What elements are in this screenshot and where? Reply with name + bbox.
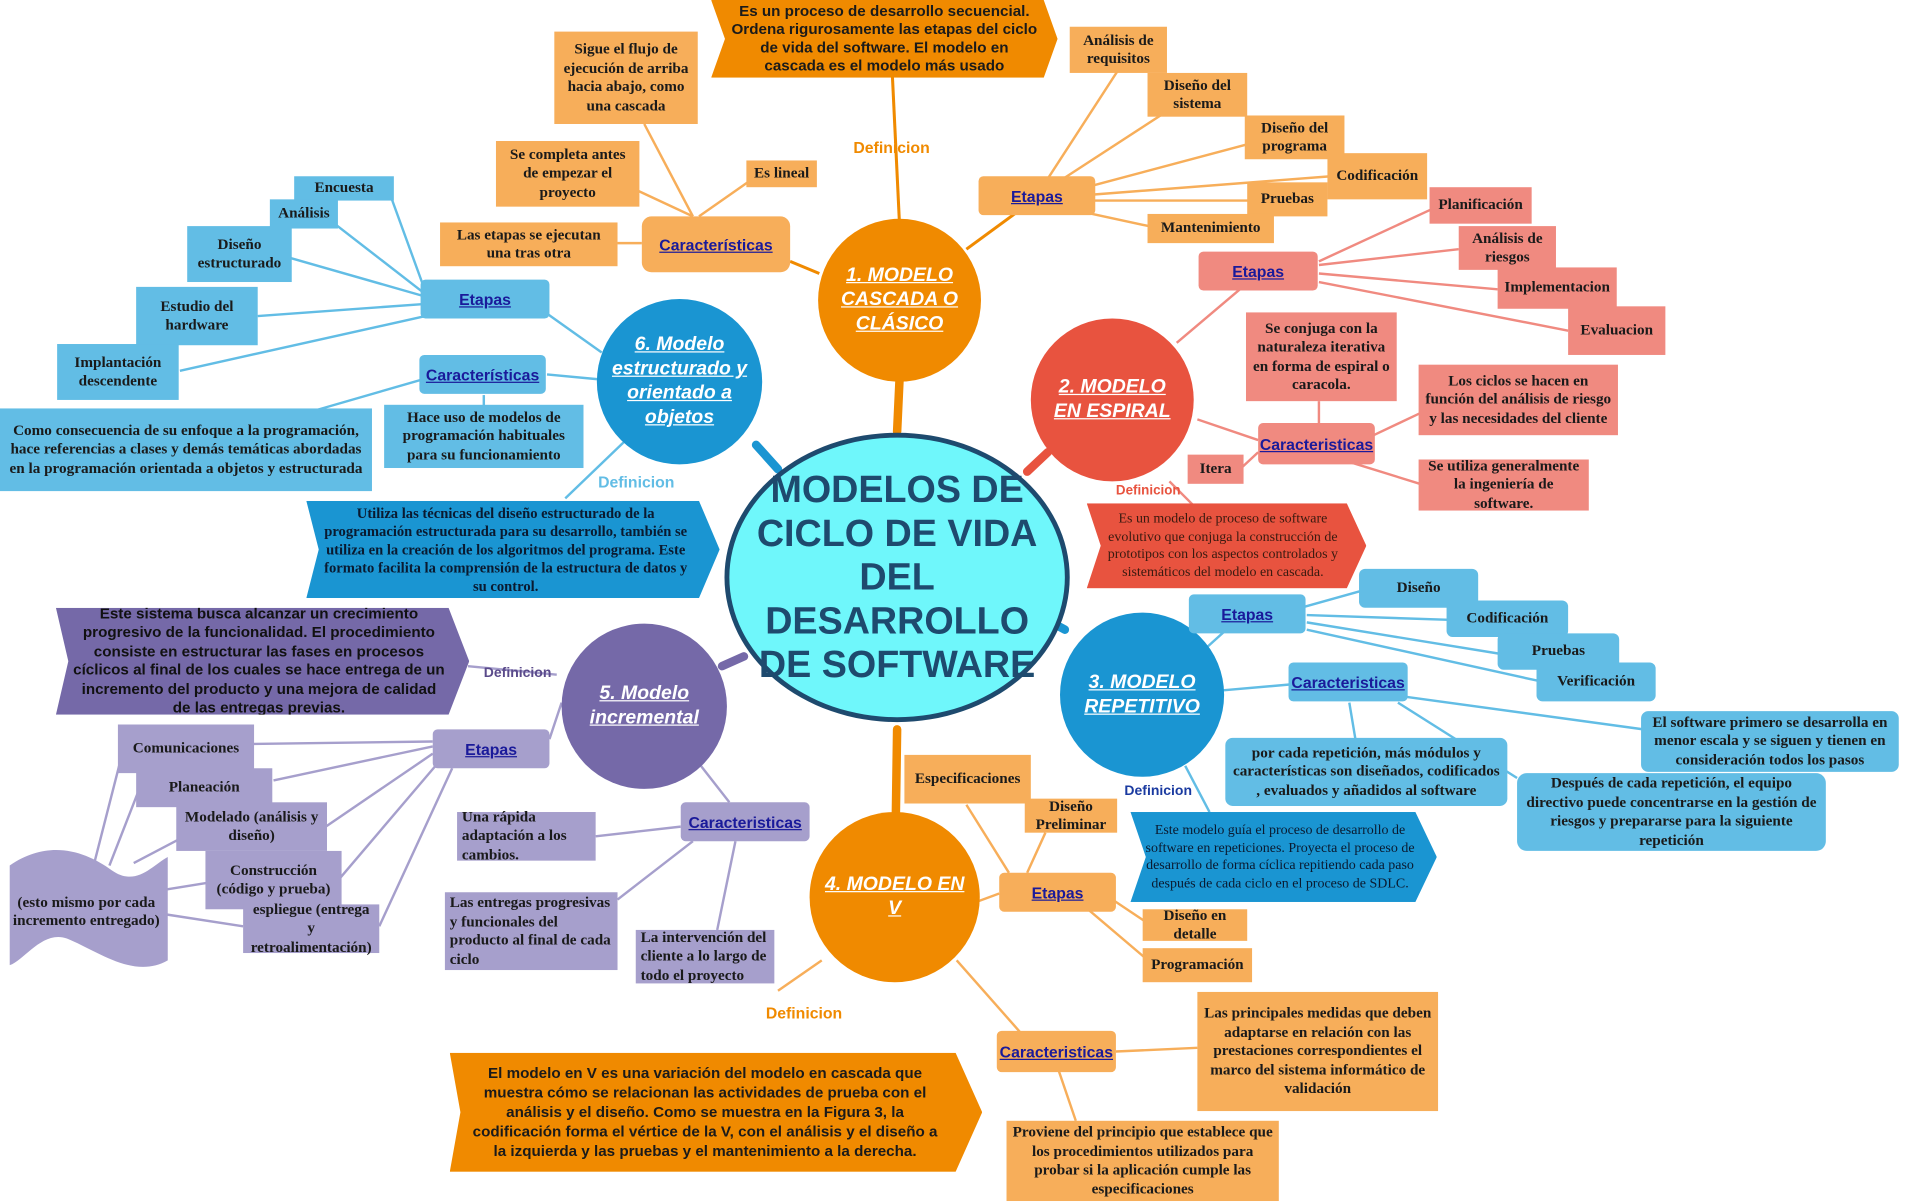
m4-etapa-2: Diseño en detalle <box>1142 906 1248 942</box>
m6-def-label: Definicion <box>598 472 675 492</box>
m3-car-1: El software primero se desarrolla en men… <box>1641 711 1899 772</box>
m3-title: 3. MODELO REPETITIVO <box>1084 671 1200 717</box>
m3-car-0: por cada repetición, más módulos y carac… <box>1225 737 1508 806</box>
m6-etapa-4: Implantación descendente <box>57 344 179 400</box>
m1-car-1: Se completa antes de empezar el proyecto <box>495 141 640 207</box>
m5-car-label[interactable]: Caracteristicas <box>680 802 810 842</box>
m2-car-0: Se conjuga con la naturaleza iterativa e… <box>1245 312 1397 402</box>
m4-car-1: Proviene del principio que establece que… <box>1006 1120 1279 1202</box>
m5-etapa-4: espliegue (entrega y retroalimentación) <box>243 900 380 955</box>
m1-car-2: Es lineal <box>746 160 817 188</box>
m5-etapa-3: Construcción (código y prueba) <box>205 850 342 910</box>
m6-etapa-0: Encuesta <box>294 176 394 201</box>
m5-def-label: Definicion <box>483 666 552 681</box>
m6-definicion: Utiliza las técnicas del diseño estructu… <box>306 500 720 599</box>
m6-title: 6. Modelo estructurado y orientado a obj… <box>611 334 748 428</box>
m4-definicion: El modelo en V es una variación del mode… <box>449 1052 983 1172</box>
m4-etapas-label[interactable]: Etapas <box>999 872 1116 912</box>
m1-etapa-2: Diseño del programa <box>1244 115 1345 160</box>
m3-etapa-1: Codificación <box>1446 600 1569 637</box>
m6-car-0: Hace uso de modelos de programación habi… <box>384 404 584 469</box>
m6-etapa-1: Análisis <box>269 199 338 229</box>
m2-etapa-1: Análisis de riesgos <box>1458 226 1556 270</box>
m1-car-label[interactable]: Características <box>641 216 791 273</box>
m5-etapa-0: Comunicaciones <box>117 724 255 774</box>
m6-etapa-3: Estudio del hardware <box>136 286 258 346</box>
m1-title: 1. MODELO CASCADA O CLÁSICO <box>841 265 959 335</box>
m4-etapa-1: Diseño Preliminar <box>1024 797 1118 833</box>
m1-car-3: Las etapas se ejecutan una tras otra <box>440 222 618 267</box>
m5-car-1: Las entregas progresivas y funcionales d… <box>444 892 618 971</box>
m3-etapas-label[interactable]: Etapas <box>1188 594 1306 634</box>
m5-etapas-label[interactable]: Etapas <box>432 729 550 769</box>
m6-car-1: Como consecuencia de su enfoque a la pro… <box>0 408 372 492</box>
m1-def-label: Definicion <box>853 138 930 157</box>
m2-definicion: Es un modelo de proceso de software evol… <box>1086 503 1367 589</box>
m6-car-label[interactable]: Características <box>419 354 546 394</box>
m2-etapa-0: Planificación <box>1429 187 1532 224</box>
m2-car-2: Se utiliza generalmente la ingeniería de… <box>1418 457 1589 511</box>
m2-etapa-3: Evaluacion <box>1568 306 1666 355</box>
m2-etapa-2: Implementacion <box>1497 267 1617 309</box>
m2-etapas-label[interactable]: Etapas <box>1198 251 1318 291</box>
m5-title: 5. Modelo incremental <box>589 683 699 729</box>
m2-def-label: Definicion <box>1115 483 1181 499</box>
m2-car-1: Los ciclos se hacen en función del análi… <box>1418 364 1618 436</box>
m1-node[interactable]: 1. MODELO CASCADA O CLÁSICO <box>818 218 981 382</box>
m5-definicion: Este sistema busca alcanzar un crecimien… <box>55 607 470 715</box>
m6-etapa-2: Diseño estructurado <box>187 226 292 283</box>
m3-car-2: Después de cada repetición, el equipo di… <box>1517 773 1826 851</box>
m3-def-label: Definicion <box>1124 784 1193 799</box>
m5-node[interactable]: 5. Modelo incremental <box>561 623 727 789</box>
m5-car-0: Una rápida adaptación a los cambios. <box>457 808 596 863</box>
m4-etapa-0: Especificaciones <box>904 754 1031 804</box>
m1-etapa-4: Pruebas <box>1247 182 1328 217</box>
m1-etapas-label[interactable]: Etapas <box>978 176 1096 216</box>
central-topic[interactable]: MODELOS DE CICLO DE VIDA DEL DESARROLLO … <box>724 432 1070 723</box>
m4-etapa-3: Programación <box>1142 948 1253 983</box>
m4-car-0: Las principales medidas que deben adapta… <box>1197 991 1439 1112</box>
m1-etapa-3: Codificación <box>1327 153 1428 200</box>
m2-title: 2. MODELO EN ESPIRAL <box>1053 376 1171 422</box>
m3-car-label[interactable]: Caracteristicas <box>1288 662 1408 702</box>
m4-node[interactable]: 4. MODELO EN V <box>809 812 980 983</box>
m1-car-0: Sigue el flujo de ejecución de arriba ha… <box>554 31 698 124</box>
m2-node[interactable]: 2. MODELO EN ESPIRAL <box>1030 318 1194 482</box>
m5-etapa-5: (esto mismo por cada incremento entregad… <box>12 892 160 929</box>
m2-car-label[interactable]: Caracteristicas <box>1258 423 1375 465</box>
m5-car-2: La intervención del cliente a lo largo d… <box>635 928 775 984</box>
m6-etapas-label[interactable]: Etapas <box>420 279 550 319</box>
m5-etapa-1: Planeación <box>136 768 273 808</box>
m6-node[interactable]: 6. Modelo estructurado y orientado a obj… <box>596 299 763 465</box>
loop-shape <box>9 850 168 967</box>
m1-etapa-0: Análisis de requisitos <box>1069 26 1167 73</box>
m4-title: 4. MODELO EN V <box>824 874 965 919</box>
m3-etapa-3: Verificación <box>1536 662 1656 702</box>
m3-node[interactable]: 3. MODELO REPETITIVO <box>1060 612 1225 777</box>
m3-definicion: Este modelo guía el proceso de desarroll… <box>1130 812 1437 902</box>
m1-definicion: Es un proceso de desarrollo secuencial. … <box>711 0 1058 78</box>
central-topic-text: MODELOS DE CICLO DE VIDA DEL DESARROLLO … <box>756 468 1038 686</box>
m4-def-label: Definicion <box>765 1004 843 1023</box>
m1-etapa-5: Mantenimiento <box>1147 213 1274 244</box>
m5-etapa-2: Modelado (análisis y diseño) <box>176 802 327 851</box>
m4-car-label[interactable]: Caracteristicas <box>996 1030 1116 1073</box>
m2-car-3: Itera <box>1187 454 1244 484</box>
m1-etapa-1: Diseño del sistema <box>1147 72 1248 117</box>
